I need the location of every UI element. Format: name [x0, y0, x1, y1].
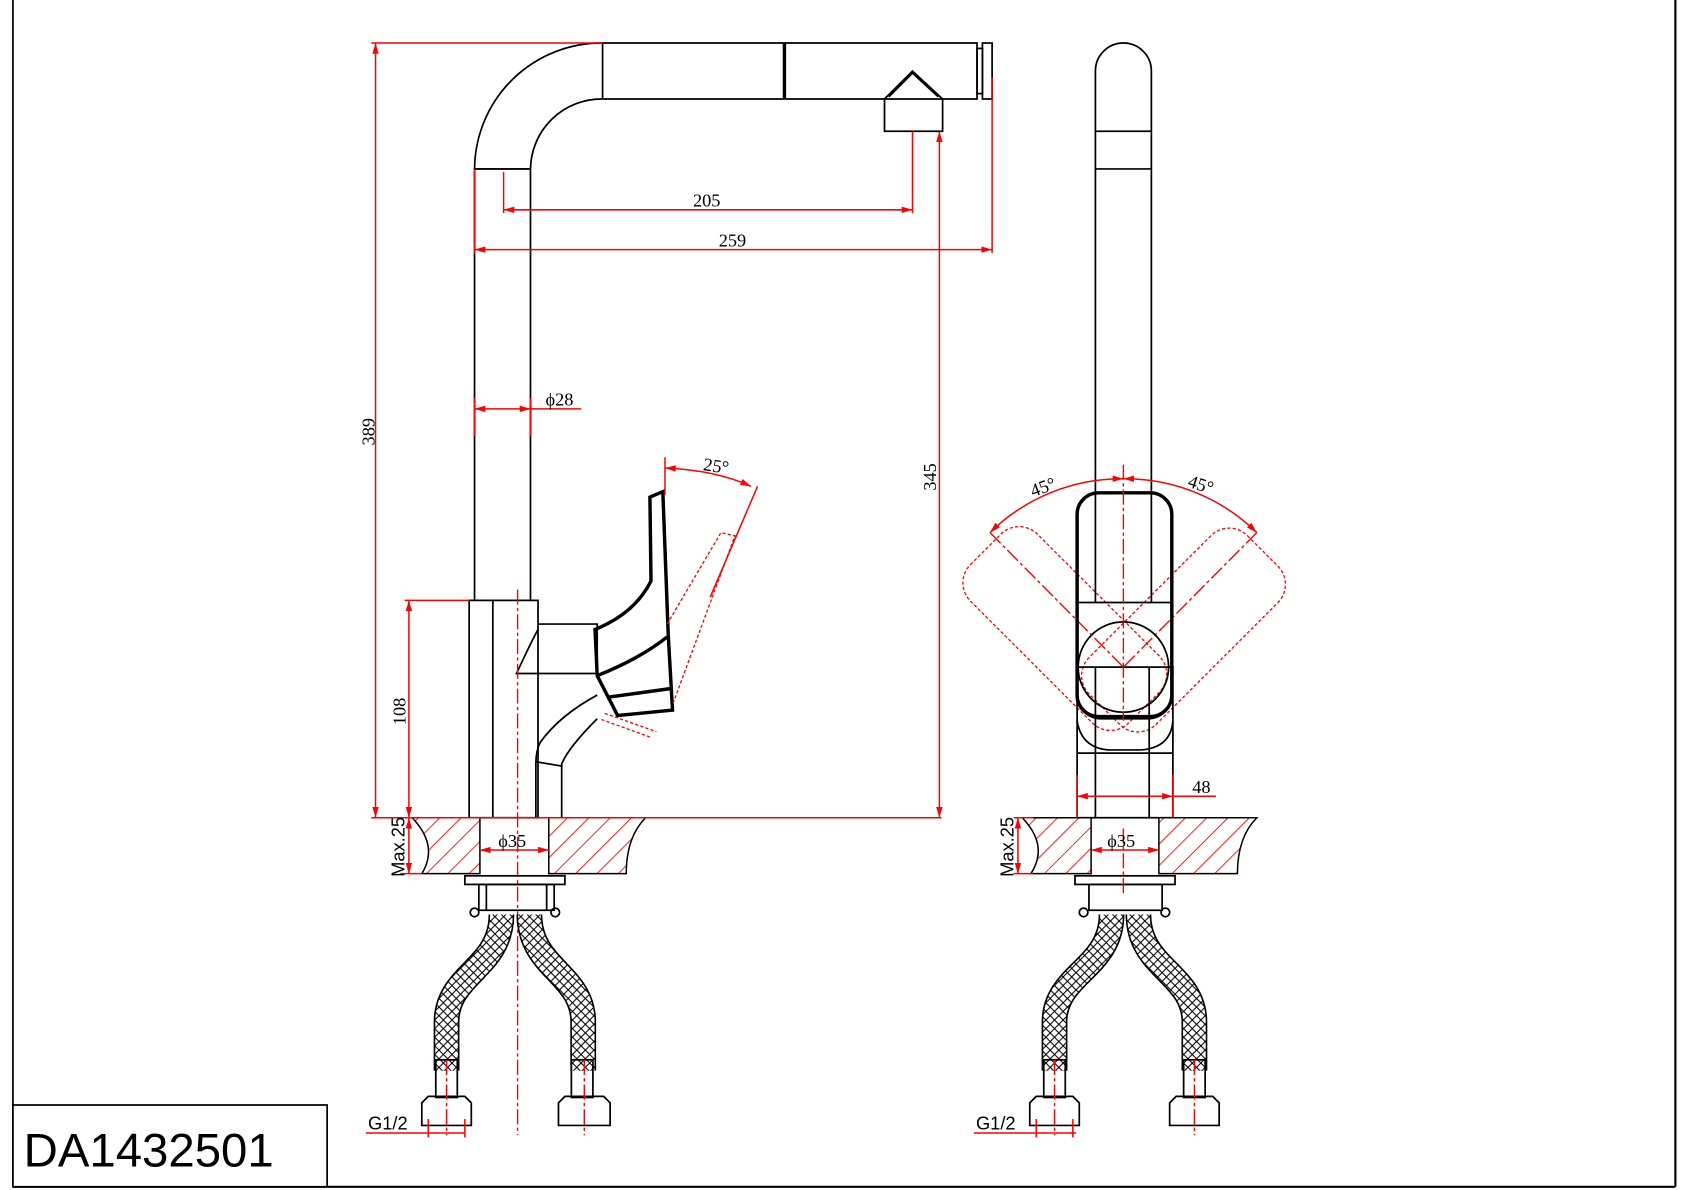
- dim-g12: G1/2: [368, 1113, 408, 1134]
- dim-phi28: ϕ28: [546, 390, 574, 410]
- mounting-nut-front: [1074, 874, 1176, 918]
- dim-205: 205: [693, 191, 720, 211]
- countertop-section-front: [1020, 816, 1259, 875]
- sheet-border: [12, 0, 1677, 1188]
- dim-48: 48: [1192, 777, 1210, 797]
- front-view: 45° 45° 48 Max.25 ϕ35 G1/2: [962, 42, 1287, 1138]
- dim-max25-front: Max.25: [997, 817, 1018, 877]
- title-block: DA1432501: [12, 1104, 328, 1188]
- aerator: [883, 69, 944, 133]
- dim-45deg-right: 45°: [1186, 471, 1217, 498]
- mounting-nut: [463, 874, 566, 918]
- dim-389: 389: [358, 418, 378, 445]
- tap-body: [468, 599, 599, 819]
- dimensions-front: 45° 45° 48 Max.25 ϕ35 G1/2: [973, 471, 1258, 1138]
- lever-handle[interactable]: [593, 489, 675, 718]
- dim-108: 108: [390, 698, 410, 725]
- dim-g12-front: G1/2: [976, 1113, 1016, 1134]
- dim-phi35-front: ϕ35: [1107, 831, 1135, 851]
- dimensions-side: 389 205 259 ϕ28 345 25° 108: [358, 42, 993, 1138]
- supply-hoses-front: [1028, 913, 1221, 1136]
- spout: [473, 42, 993, 601]
- supply-hoses: [420, 913, 611, 1136]
- countertop-section: [410, 816, 648, 875]
- dim-259: 259: [719, 230, 746, 250]
- handle-front[interactable]: [1075, 491, 1174, 720]
- dim-phi35: ϕ35: [498, 831, 526, 851]
- lever-tilted-outline: [599, 531, 736, 738]
- model-number: DA1432501: [24, 1124, 274, 1177]
- dim-25deg: 25°: [702, 454, 730, 477]
- body-front: [1076, 666, 1174, 819]
- dim-45deg-left: 45°: [1028, 473, 1059, 501]
- side-view: 389 205 259 ϕ28 345 25° 108: [358, 42, 993, 1138]
- spout-front: [1094, 42, 1153, 493]
- ghost-handles: [962, 525, 1287, 733]
- dim-345: 345: [920, 463, 940, 490]
- dim-max25: Max.25: [388, 817, 409, 877]
